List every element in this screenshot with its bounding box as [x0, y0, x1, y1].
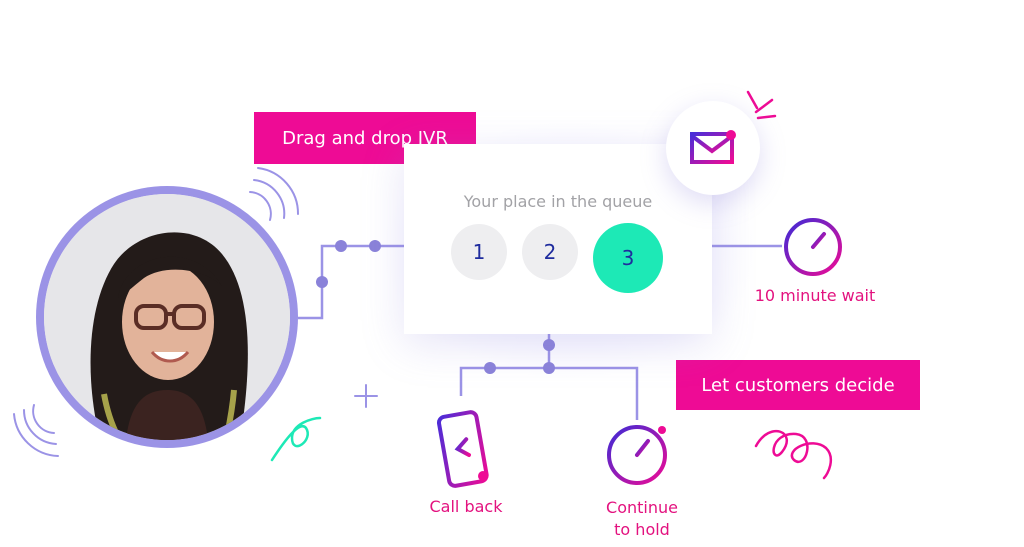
connector-node	[316, 276, 328, 288]
queue-card: Your place in the queue 1 2 3	[404, 144, 712, 334]
timer-icon	[607, 412, 667, 485]
connector-node	[543, 362, 555, 374]
connector-node	[484, 362, 496, 374]
sound-waves-right	[249, 167, 300, 221]
connector-node	[369, 240, 381, 252]
continue-hold-line2: to hold	[614, 520, 670, 539]
queue-title: Your place in the queue	[463, 192, 653, 211]
star-decoration	[354, 384, 378, 408]
call-back-label: Call back	[429, 497, 503, 516]
queue-position-current: 3	[593, 223, 663, 293]
sparkle-lines	[746, 90, 777, 120]
pink-squiggle	[754, 429, 833, 480]
person-photo	[44, 194, 290, 440]
continue-hold-line1: Continue	[606, 498, 678, 517]
queue-position-2: 2	[522, 224, 578, 280]
sound-waves-left	[13, 404, 59, 457]
continue-hold-label: Continue to hold	[582, 497, 702, 541]
connector-node	[543, 339, 555, 351]
mail-badge	[666, 101, 760, 195]
phone-icon	[436, 410, 489, 488]
wait-label: 10 minute wait	[754, 286, 876, 305]
stopwatch-icon	[784, 218, 842, 276]
queue-position-1: 1	[451, 224, 507, 280]
mail-icon	[690, 130, 736, 164]
green-squiggle	[270, 416, 322, 462]
connector-node	[335, 240, 347, 252]
decide-tag: Let customers decide	[676, 360, 920, 410]
avatar	[36, 186, 298, 448]
